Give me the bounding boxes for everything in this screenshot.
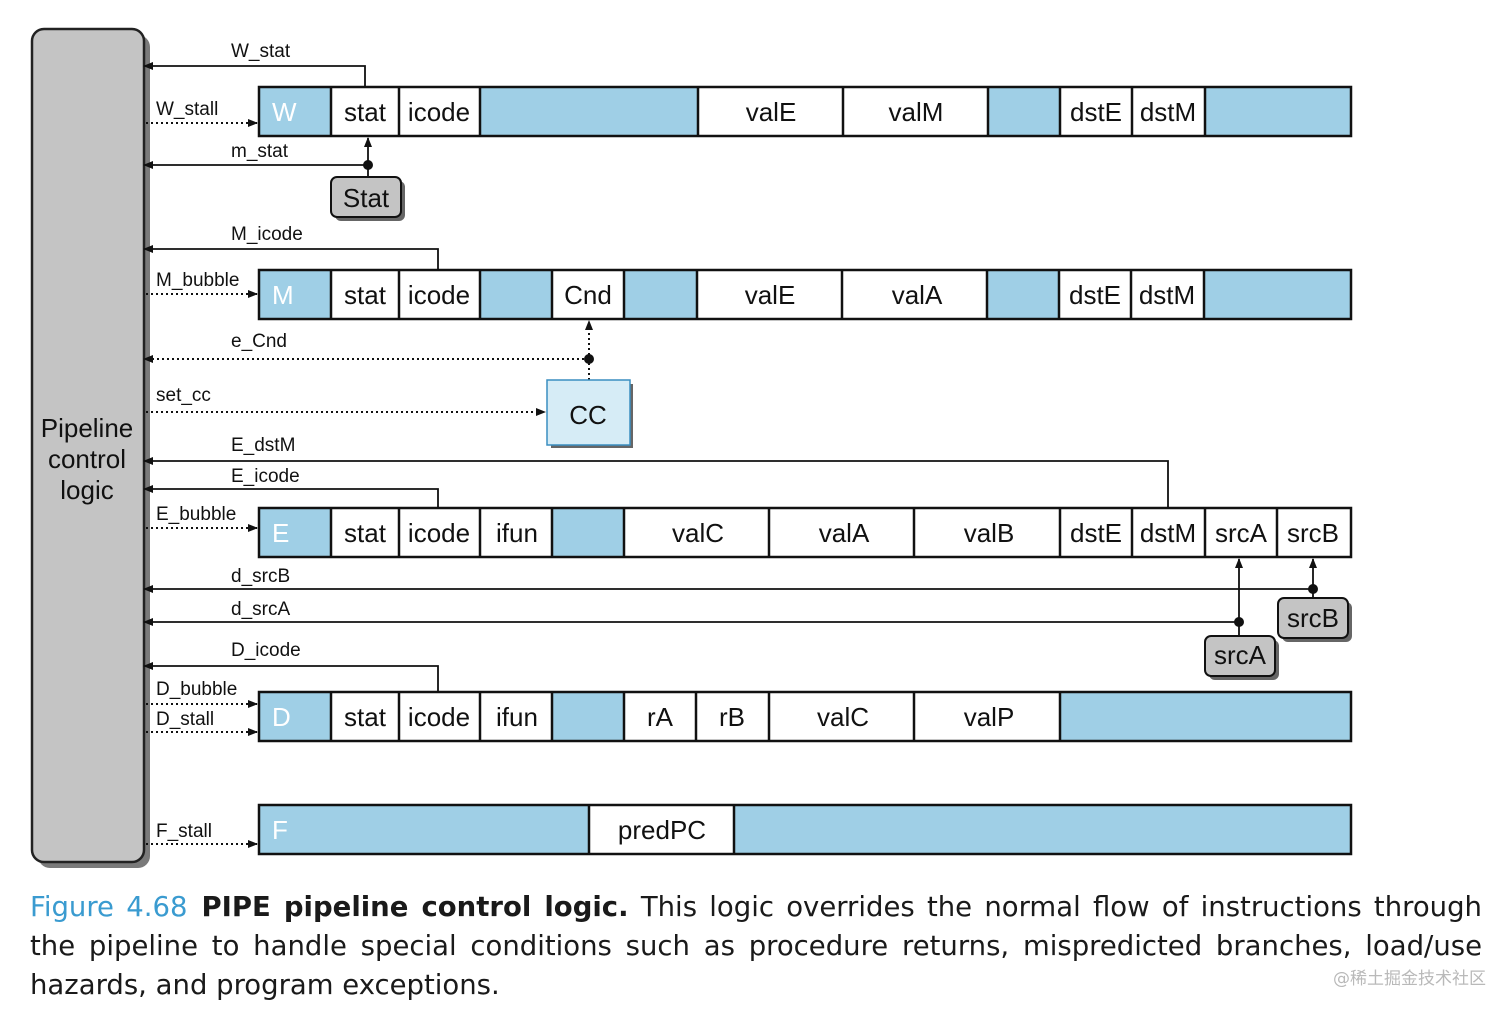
junction-m-stat	[363, 160, 373, 170]
d-field-ifun: ifun	[496, 702, 538, 732]
m-field-dste: dstE	[1069, 280, 1121, 310]
stage-label-d: D	[272, 702, 291, 732]
m-field-vala: valA	[892, 280, 943, 310]
d-field-icode: icode	[408, 702, 470, 732]
label-d-bubble: D_bubble	[156, 679, 237, 700]
w-field-stat: stat	[344, 97, 387, 127]
cc-block: CC	[546, 379, 633, 448]
register-d: D stat icode ifun rA rB valC valP	[257, 690, 1353, 743]
label-f-stall: F_stall	[156, 821, 212, 842]
label-w-stall: W_stall	[156, 99, 218, 120]
stage-label-w: W	[272, 97, 297, 127]
srca-block-label: srcA	[1214, 640, 1267, 670]
register-e: E stat icode ifun valC valA valB dstE ds…	[257, 506, 1353, 559]
wire-junctions	[363, 160, 1318, 627]
e-field-valc: valC	[672, 518, 724, 548]
w-field-dstm: dstM	[1140, 97, 1196, 127]
e-field-dste: dstE	[1070, 518, 1122, 548]
m-field-stat: stat	[344, 280, 387, 310]
label-d-icode: D_icode	[231, 640, 301, 661]
label-d-srca: d_srcA	[231, 599, 290, 620]
label-m-stat: m_stat	[231, 141, 289, 162]
e-field-vala: valA	[819, 518, 870, 548]
label-e-dstm: E_dstM	[231, 435, 295, 456]
label-w-stat: W_stat	[231, 41, 291, 62]
stat-block: Stat	[330, 176, 405, 221]
control-label-line-2: control	[48, 444, 126, 474]
pipeline-control-diagram: Pipeline control logic W stat icode valE…	[30, 27, 1353, 868]
d-field-ra: rA	[647, 702, 674, 732]
w-field-icode: icode	[408, 97, 470, 127]
register-w: W stat icode valE valM dstE dstM	[257, 85, 1353, 138]
dotted-wires	[143, 119, 593, 848]
d-field-valp: valP	[964, 702, 1015, 732]
m-field-cnd: Cnd	[564, 280, 612, 310]
register-m: M stat icode Cnd valE valA dstE dstM	[257, 268, 1353, 321]
w-field-dste: dstE	[1070, 97, 1122, 127]
figure-number: Figure 4.68	[30, 891, 188, 923]
e-field-ifun: ifun	[496, 518, 538, 548]
e-field-icode: icode	[408, 518, 470, 548]
stage-label-e: E	[272, 518, 289, 548]
e-field-srcb: srcB	[1287, 518, 1339, 548]
label-d-srcb: d_srcB	[231, 566, 290, 587]
wire-w-stat	[143, 62, 366, 87]
label-set-cc: set_cc	[156, 385, 211, 406]
junction-d-srca	[1234, 617, 1244, 627]
wire-m-icode	[143, 245, 439, 270]
register-f: F predPC	[257, 803, 1353, 856]
wire-e-dstm	[143, 457, 1169, 508]
signal-labels: W_stat W_stall m_stat M_icode M_bubble e…	[156, 41, 303, 842]
e-field-stat: stat	[344, 518, 387, 548]
srcb-block: srcB	[1277, 597, 1352, 642]
d-field-valc: valC	[817, 702, 869, 732]
w-field-valm: valM	[889, 97, 944, 127]
stat-block-label: Stat	[343, 183, 390, 213]
stage-label-m: M	[272, 280, 294, 310]
label-m-icode: M_icode	[231, 224, 303, 245]
label-e-icode: E_icode	[231, 466, 300, 487]
control-label-line-3: logic	[60, 475, 113, 505]
cc-block-label: CC	[569, 400, 607, 430]
label-m-bubble: M_bubble	[156, 270, 239, 291]
d-field-stat: stat	[344, 702, 387, 732]
e-field-valb: valB	[964, 518, 1015, 548]
srcb-block-label: srcB	[1287, 603, 1339, 633]
wire-d-icode	[143, 662, 439, 692]
figure-text: This logic overrides the normal flow of …	[30, 891, 1482, 1001]
stage-label-f: F	[272, 815, 288, 845]
junction-d-srcb	[1308, 584, 1318, 594]
e-field-dstm: dstM	[1140, 518, 1196, 548]
pipeline-control-logic-block: Pipeline control logic	[30, 27, 150, 868]
control-label-line-1: Pipeline	[41, 413, 134, 443]
wire-e-icode	[143, 485, 439, 508]
label-e-bubble: E_bubble	[156, 504, 236, 525]
watermark: @稀土掘金技术社区	[1333, 969, 1486, 989]
d-field-rb: rB	[719, 702, 745, 732]
solid-wires	[143, 62, 1317, 692]
w-field-vale: valE	[746, 97, 797, 127]
m-field-vale: valE	[745, 280, 796, 310]
e-field-srca: srcA	[1215, 518, 1268, 548]
label-e-cnd: e_Cnd	[231, 331, 287, 352]
wire-m-stat	[143, 161, 369, 176]
figure-title: PIPE pipeline control logic.	[201, 891, 629, 923]
f-field-predpc: predPC	[618, 815, 706, 845]
m-field-dstm: dstM	[1139, 280, 1195, 310]
srca-block: srcA	[1204, 635, 1279, 680]
label-d-stall: D_stall	[156, 709, 214, 730]
m-field-icode: icode	[408, 280, 470, 310]
